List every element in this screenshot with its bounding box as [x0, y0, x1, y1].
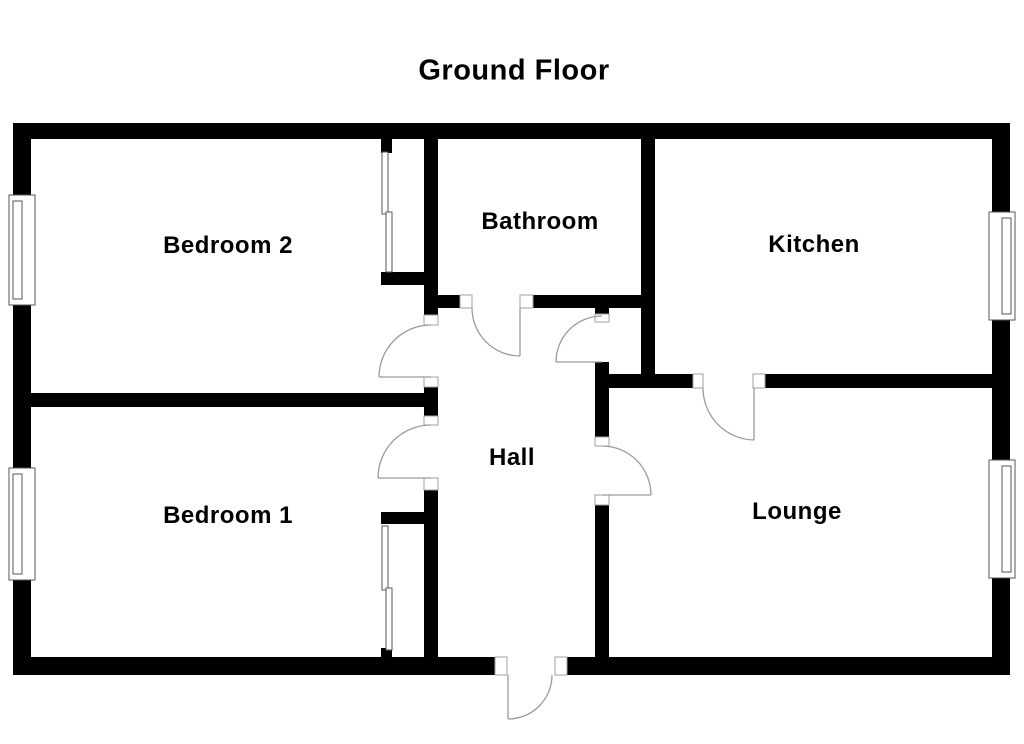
wardrobe-bedroom2-top-nib: [381, 139, 392, 153]
room-label-lounge: Lounge: [752, 498, 842, 525]
room-label-bathroom: Bathroom: [481, 208, 599, 235]
wall-kitchen-bottom-left: [595, 374, 693, 388]
wall-outer-top: [13, 123, 1010, 139]
jamb-kitchen-left: [692, 373, 704, 389]
wardrobe-bedroom2-slider-panel-1: [381, 151, 389, 215]
wardrobe-bedroom1-bottom-nib: [381, 648, 392, 660]
wardrobe-bedroom1-slider-panel-2: [385, 587, 393, 651]
door-arc-cupboard: [555, 315, 603, 363]
wall-outer-bottom-right: [567, 657, 1010, 675]
wall-outer-right-lower: [992, 578, 1010, 675]
window-bedroom2-sash: [12, 200, 23, 300]
wall-hall-left-middle: [424, 387, 438, 416]
window-bedroom1-sash: [12, 473, 23, 575]
jamb-lounge-bottom: [594, 494, 610, 506]
door-arc-bathroom: [471, 307, 521, 357]
wall-cupboard-stub: [595, 307, 609, 314]
wall-bathroom-bottom-left: [424, 295, 460, 308]
door-arc-entrance: [507, 674, 553, 720]
wall-hall-left-lower: [424, 490, 438, 657]
room-label-hall: Hall: [488, 444, 536, 471]
wardrobe-bedroom1-top-nib: [381, 512, 438, 524]
wall-outer-right-upper: [992, 123, 1010, 212]
door-arc-kitchen: [702, 387, 755, 441]
door-arc-bedroom2: [378, 324, 432, 378]
wall-lounge-left-upper: [595, 388, 609, 437]
wall-bathroom-bottom-right: [533, 295, 641, 308]
jamb-bedroom2-bottom: [423, 376, 439, 388]
wall-lounge-left-lower: [595, 505, 609, 657]
window-lounge-sash: [1001, 465, 1012, 573]
wall-bedroom-divider: [31, 393, 438, 407]
jamb-bathroom-right: [519, 294, 534, 309]
jamb-entrance-right: [554, 656, 568, 676]
jamb-entrance-left: [494, 656, 508, 676]
wall-outer-left-lower: [13, 580, 31, 675]
jamb-cupboard-top: [594, 313, 610, 323]
room-label-bedroom-2: Bedroom 2: [163, 232, 293, 259]
wall-hall-left-upper: [424, 139, 438, 315]
wall-outer-bottom-left: [13, 657, 495, 675]
wardrobe-bedroom2-bottom-nib: [381, 272, 438, 285]
floorplan-title: Ground Floor: [418, 54, 610, 87]
jamb-kitchen-right: [752, 373, 766, 389]
wall-outer-right-middle: [992, 320, 1010, 460]
jamb-lounge-top: [594, 436, 610, 447]
wardrobe-bedroom1-slider-panel-1: [381, 525, 389, 591]
jamb-bathroom-left: [459, 294, 473, 309]
jamb-bedroom2-top: [423, 314, 439, 326]
room-label-bedroom-1: Bedroom 1: [163, 502, 293, 529]
jamb-bedroom1-top: [423, 415, 439, 426]
room-label-kitchen: Kitchen: [768, 231, 860, 258]
wall-outer-left-middle: [13, 305, 31, 468]
wall-outer-left-upper: [13, 123, 31, 195]
wall-kitchen-left: [641, 139, 655, 388]
jamb-bedroom1-bottom: [423, 477, 439, 491]
window-kitchen-sash: [1001, 217, 1012, 315]
wall-kitchen-bottom-right: [765, 374, 992, 388]
wardrobe-bedroom2-slider-panel-2: [385, 211, 393, 273]
door-arc-bedroom1: [377, 424, 432, 479]
door-arc-lounge: [601, 445, 652, 496]
